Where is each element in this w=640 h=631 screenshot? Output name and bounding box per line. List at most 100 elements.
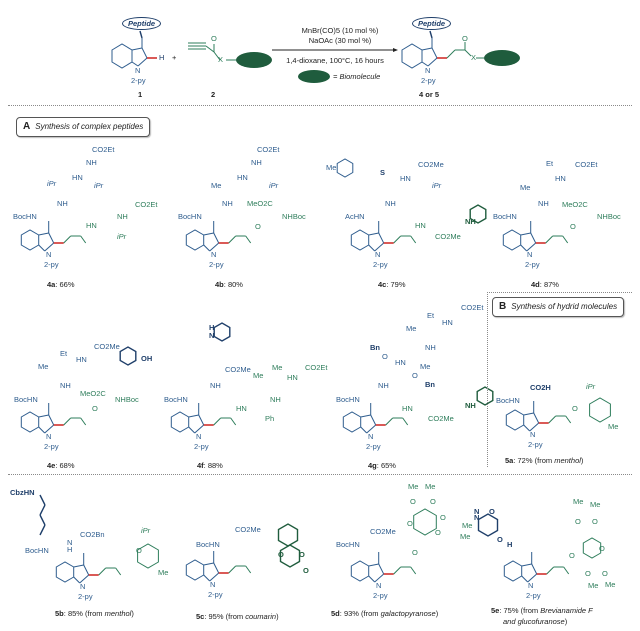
group-o: O: [412, 371, 418, 380]
group-o: O: [278, 550, 284, 559]
pyridyl: 2-py: [526, 591, 541, 600]
group-co2me: CO2Me: [94, 342, 120, 351]
section-b-top-border: [487, 292, 632, 293]
group-nhboc: NHBoc: [282, 212, 306, 221]
group-co2bn: CO2Bn: [80, 530, 105, 539]
group-cbzhn: CbzHN: [10, 488, 35, 497]
group-me: Me: [408, 482, 419, 491]
group-me: Me: [608, 422, 619, 431]
pyrrole-bond: [370, 414, 377, 426]
pyridyl: 2-py: [525, 260, 540, 269]
pyrrole-bond: [523, 412, 534, 416]
alkene-bond: [98, 567, 107, 576]
group-bochn: BocHN: [493, 212, 517, 221]
group-ipr: iPr: [432, 181, 442, 190]
carbonyl-bond: [245, 235, 252, 244]
compound-label-4d: 4d: 87%: [531, 280, 559, 289]
group-meo2c: MeO2C: [247, 199, 273, 208]
compound-label-5b: 5b: 85% (from menthol): [55, 609, 134, 618]
carbonyl-o-label: O: [211, 34, 217, 43]
pyrrole-bond: [73, 564, 84, 568]
alkene-bond: [213, 417, 222, 426]
group-co2et: CO2Et: [461, 303, 484, 312]
group-me: Me: [605, 580, 616, 589]
group-me: Me: [425, 482, 436, 491]
carbonyl-bond: [562, 235, 569, 244]
pyridyl: 2-py: [78, 592, 93, 601]
group-ipr: iPr: [117, 232, 127, 241]
carbonyl-bond: [230, 417, 237, 426]
carbonyl-bond: [80, 417, 87, 426]
pyrrole-bond: [520, 244, 528, 252]
benzene-ring: [350, 560, 370, 582]
group-hn: HN: [237, 173, 248, 182]
benzene-ring: [505, 409, 525, 431]
group-o-ester: O: [569, 551, 575, 560]
pyrrole-bond: [521, 563, 532, 567]
pyrrole-bond: [38, 232, 49, 236]
carbonyl-bond: [115, 567, 122, 576]
compound-label-4b: 4b: 80%: [215, 280, 243, 289]
carbonyl-bond: [245, 565, 252, 574]
pyrrole-bond: [529, 422, 540, 432]
alkene-bond: [548, 415, 557, 424]
group-nh: NH: [210, 381, 221, 390]
group-n-amide: N: [474, 513, 480, 522]
alkene-bond: [228, 565, 237, 574]
lysine-chain: [39, 524, 46, 536]
group-ipr: iPr: [586, 382, 596, 391]
group-bochn: BocHN: [336, 395, 360, 404]
pyrrole-bond: [523, 424, 531, 432]
pyrrole-bond: [38, 244, 46, 252]
pyrrole-bond: [368, 563, 379, 567]
pyridyl: 2-py: [44, 260, 59, 269]
section-b-left-border: [487, 292, 488, 467]
benzene-ring: [20, 411, 40, 433]
group-bn: Bn: [425, 380, 435, 389]
n-atom: N: [376, 581, 382, 590]
compound-label-4e: 4e: 68%: [47, 461, 75, 470]
cyclohexane-ring: [137, 543, 159, 569]
group-me: Me: [462, 521, 473, 530]
group-nh: NH: [117, 212, 128, 221]
group-me: Me: [590, 500, 601, 509]
biomolecule-oval: [236, 52, 272, 68]
pyrrole-bond: [83, 564, 90, 576]
group-o: O: [435, 528, 441, 537]
group-bochn: BocHN: [336, 540, 360, 549]
n-atom: N: [368, 432, 374, 441]
pyridyl: 2-py: [366, 442, 381, 451]
coumarin-pyrone-ring: [279, 544, 301, 568]
group-hn: HN: [442, 318, 453, 327]
group-hn: HN: [395, 358, 406, 367]
group-n: N: [474, 507, 480, 516]
group-et: Et: [60, 349, 68, 358]
lysine-chain: [39, 514, 46, 526]
group-nh: NH: [60, 381, 71, 390]
n-atom: N: [211, 250, 217, 259]
group-nh: NH: [222, 199, 233, 208]
pyrrole-bond: [209, 242, 220, 252]
n-atom: N: [80, 582, 86, 591]
group-hn: HN: [402, 404, 413, 413]
group-me: Me: [406, 324, 417, 333]
pyrrole-bond: [360, 414, 371, 418]
phenol-ring: [119, 346, 137, 366]
group-et: Et: [546, 159, 554, 168]
group-o: O: [602, 569, 608, 578]
group-bochn: BocHN: [496, 396, 520, 405]
alkene-bond: [393, 566, 402, 575]
product-biomolecule-oval: [484, 50, 520, 66]
section-b-title: Synthesis of hydrid molecules: [511, 302, 618, 311]
group-o: O: [430, 497, 436, 506]
group-nh: NH: [425, 343, 436, 352]
group-o: O: [412, 548, 418, 557]
indole-ring: [476, 386, 494, 406]
group-nh: NH: [270, 395, 281, 404]
alkene-bond: [545, 235, 554, 244]
compound-label-4c: 4c: 79%: [378, 280, 406, 289]
pyrrole-bond: [48, 414, 55, 426]
group-hn: HN: [236, 404, 247, 413]
group-bochn: BocHN: [25, 546, 49, 555]
compound-label-4a: 4a: 66%: [47, 280, 75, 289]
